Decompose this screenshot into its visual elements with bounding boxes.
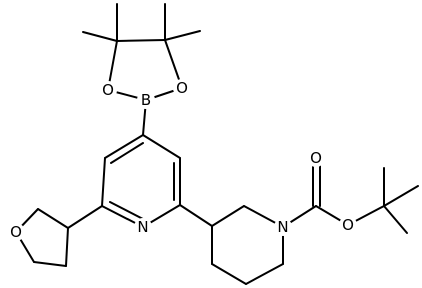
bond <box>245 263 284 285</box>
bond <box>383 205 408 234</box>
atom-oxygen: O <box>339 216 357 234</box>
atom-label: O <box>102 81 114 99</box>
atom-boron: B <box>137 91 155 109</box>
bond <box>211 205 245 227</box>
atom-nitrogen: N <box>274 218 292 236</box>
atom-labels: B O O N O N O O <box>7 79 357 241</box>
bond <box>383 185 419 207</box>
bond <box>142 134 181 159</box>
bond <box>82 31 118 42</box>
bond <box>211 263 247 285</box>
bond <box>116 39 166 42</box>
atom-label: O <box>310 149 322 167</box>
bond <box>179 204 213 227</box>
bonds <box>15 3 419 285</box>
atom-label: N <box>277 218 288 236</box>
atom-oxygen: O <box>99 81 117 99</box>
bond <box>67 205 103 229</box>
bond <box>33 261 67 267</box>
atom-oxygen: O <box>307 149 325 167</box>
atom-label: O <box>10 223 22 241</box>
atom-label: N <box>137 218 148 236</box>
bond <box>164 30 201 41</box>
bond <box>110 142 144 164</box>
atom-oxygen: O <box>173 79 191 97</box>
bond <box>109 201 144 220</box>
atom-nitrogen: N <box>134 218 152 236</box>
bond <box>101 157 106 207</box>
bond <box>65 227 69 267</box>
atom-label: O <box>342 216 354 234</box>
atom-label: B <box>141 91 151 109</box>
bond <box>37 208 69 229</box>
atom-oxygen: O <box>7 223 25 241</box>
atom-label: O <box>176 79 188 97</box>
bond <box>104 134 144 159</box>
